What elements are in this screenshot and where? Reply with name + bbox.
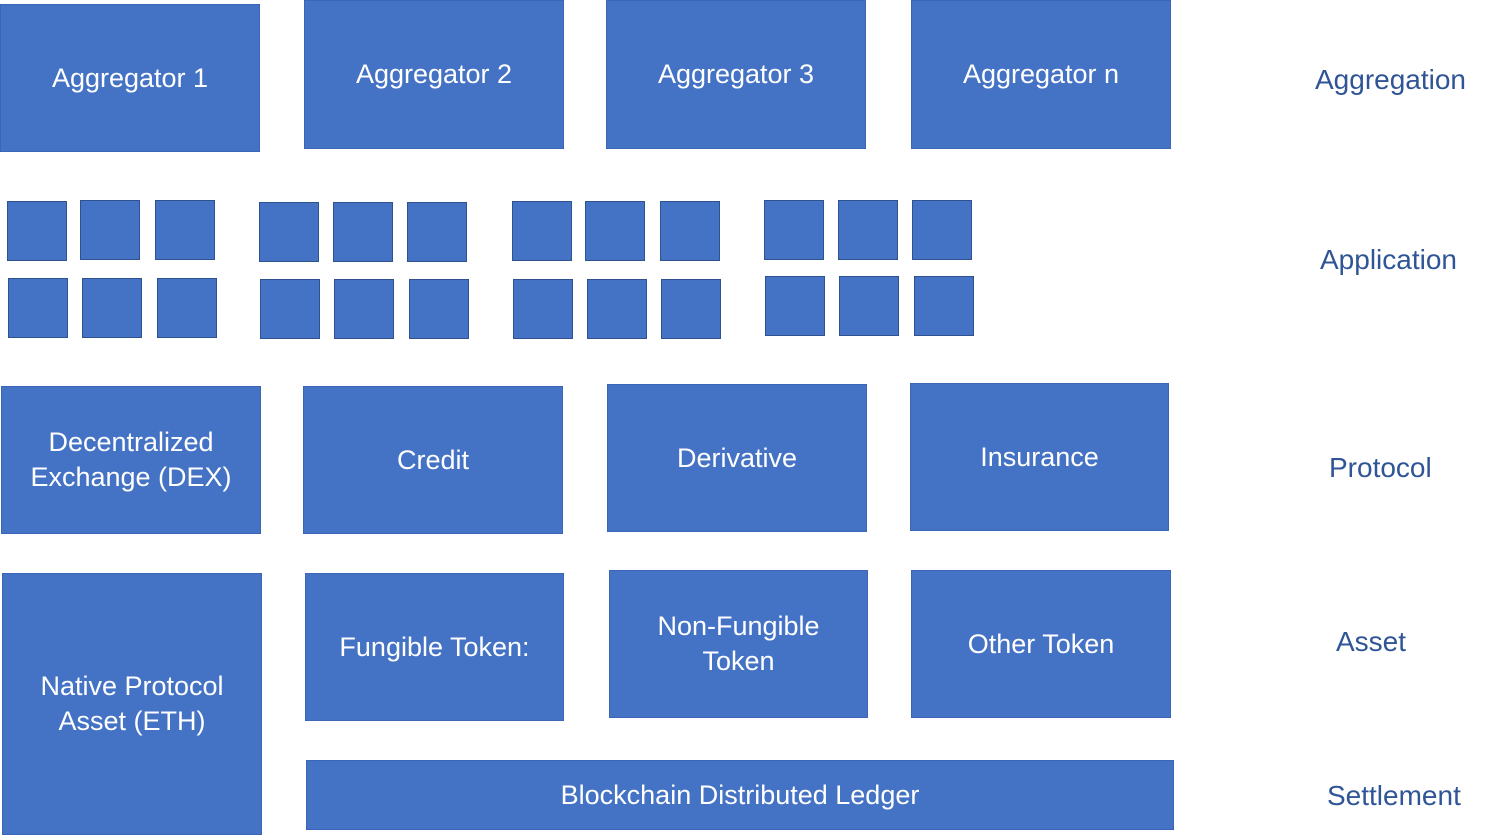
app-cell [660,201,720,261]
app-cell [513,279,573,339]
app-cell [155,200,215,260]
app-cell [765,276,825,336]
app-cell [407,202,467,262]
app-cell [661,279,721,339]
insurance-protocol-box: Insurance [910,383,1169,531]
app-cell [512,201,572,261]
app-cell [8,278,68,338]
aggregator-n-box: Aggregator n [911,0,1171,149]
app-cell [839,276,899,336]
credit-protocol-box: Credit [303,386,563,534]
app-cell [7,201,67,261]
non-fungible-token-box: Non-Fungible Token [609,570,868,718]
app-cell [912,200,972,260]
blockchain-ledger-box: Blockchain Distributed Ledger [306,760,1174,830]
app-cell [838,200,898,260]
app-cell [260,279,320,339]
layer-label-aggregation: Aggregation [1315,64,1467,95]
fungible-token-box: Fungible Token: [305,573,564,721]
app-cell [259,202,319,262]
layer-label-settlement: Settlement [1327,780,1461,811]
dex-protocol-box: Decentralized Exchange (DEX) [1,386,261,534]
app-cell [157,278,217,338]
aggregator-3-box: Aggregator 3 [606,0,866,149]
app-cell [764,200,824,260]
derivative-protocol-box: Derivative [607,384,867,532]
layer-label-asset: Asset [1336,626,1407,657]
app-cell [587,279,647,339]
app-cell [409,279,469,339]
aggregator-2-box: Aggregator 2 [304,0,564,149]
app-cell [82,278,142,338]
native-asset-box: Native Protocol Asset (ETH) [2,573,262,835]
aggregator-1-box: Aggregator 1 [0,4,260,152]
other-token-box: Other Token [911,570,1171,718]
layer-label-protocol: Protocol [1329,452,1432,483]
app-cell [914,276,974,336]
app-cell [333,202,393,262]
layer-label-application: Application [1320,244,1457,275]
app-cell [585,201,645,261]
app-cell [80,200,140,260]
app-cell [334,279,394,339]
